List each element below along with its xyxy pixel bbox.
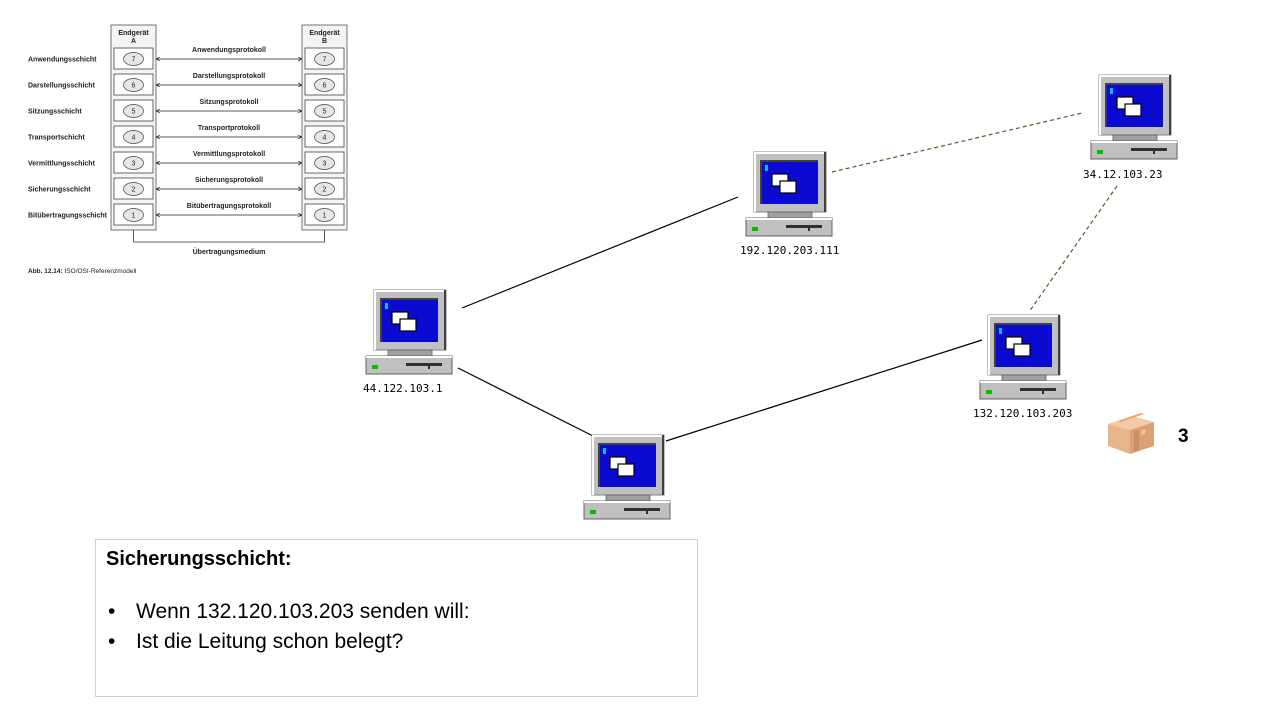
layer-number-a-oval [123, 182, 144, 196]
medium-label: Übertragungsmedium [193, 247, 266, 256]
layer-number-a-oval [123, 78, 144, 92]
protocol-label: Sicherungsprotokoll [195, 177, 263, 184]
layer-number-b: 6 [323, 83, 327, 90]
layer-number-a: 1 [132, 213, 136, 220]
osi-layer-name: Darstellungsschicht [28, 83, 96, 90]
osi-reference-model-figure: Endgerät A Endgerät B Anwendungsschicht 7… [28, 24, 348, 275]
layer-number-b: 4 [323, 135, 327, 142]
computer-icon [976, 313, 1068, 405]
layer-number-a-oval [123, 130, 144, 144]
protocol-label: Transportprotokoll [198, 125, 260, 132]
osi-layer-name: Sicherungsschicht [28, 187, 91, 194]
computer-icon [1087, 73, 1179, 165]
layer-number-b: 5 [323, 109, 327, 116]
node-ip-label: 192.120.203.111 [740, 244, 840, 257]
layer-number-b: 1 [323, 213, 327, 220]
info-bullet-list: Wenn 132.120.103.203 senden will: Ist di… [106, 597, 687, 657]
network-link-dashed [831, 112, 1083, 173]
layer-number-b: 7 [323, 57, 327, 64]
layer-number-b-oval [314, 182, 335, 196]
network-link-dashed [1028, 185, 1118, 313]
figure-caption: Abb. 12.14: ISO/OSI-Referenzmodell [28, 268, 137, 275]
package-icon [1108, 413, 1154, 454]
header-a-line1: Endgerät [118, 30, 149, 37]
node-ip-label: 44.122.103.1 [363, 382, 443, 395]
layer-number-a: 2 [132, 187, 136, 194]
protocol-label: Vermittlungsprotokoll [193, 151, 265, 158]
osi-layer-name: Anwendungsschicht [28, 57, 97, 64]
layer-number-b-oval [314, 78, 335, 92]
layer-number-b: 2 [323, 187, 327, 194]
computer-icon [362, 288, 454, 380]
osi-layer-name: Transportschicht [28, 135, 85, 142]
caption-number: Abb. 12.14: [28, 268, 63, 275]
protocol-label: Darstellungsprotokoll [193, 73, 265, 80]
header-b-line1: Endgerät [309, 30, 340, 37]
node-ip-label: 132.120.103.203 [973, 407, 1073, 420]
layer-number-b: 3 [323, 161, 327, 168]
info-bullet: Wenn 132.120.103.203 senden will: [106, 597, 687, 627]
layer-number-a-oval [123, 208, 144, 222]
header-b-line2: B [322, 38, 327, 45]
network-link-solid [457, 367, 596, 438]
layer-number-b-oval [314, 130, 335, 144]
caption-text: ISO/OSI-Referenzmodell [63, 268, 137, 275]
computer-icon [742, 150, 834, 242]
osi-layer-name: Vermittlungsschicht [28, 161, 96, 168]
layer-number-b-oval [314, 208, 335, 222]
protocol-label: Sitzungsprotokoll [199, 99, 258, 106]
layer-number-a: 4 [132, 135, 136, 142]
layer-number-b-oval [314, 156, 335, 170]
computer-icon [580, 433, 672, 525]
info-box: Sicherungsschicht: Wenn 132.120.103.203 … [95, 539, 698, 697]
protocol-label: Bitübertragungsprotokoll [187, 203, 271, 210]
protocol-label: Anwendungsprotokoll [192, 47, 266, 54]
node-ip-label: 34.12.103.23 [1083, 168, 1163, 181]
info-bullet: Ist die Leitung schon belegt? [106, 627, 687, 657]
osi-layer-name: Sitzungsschicht [28, 109, 82, 116]
layer-number-a: 3 [132, 161, 136, 168]
layer-number-b-oval [314, 104, 335, 118]
layer-number-a: 5 [132, 109, 136, 116]
info-title: Sicherungsschicht: [106, 548, 292, 570]
layer-number-a-oval [123, 52, 144, 66]
layer-number-a: 6 [132, 83, 136, 90]
layer-number-a-oval [123, 156, 144, 170]
layer-number-b-oval [314, 52, 335, 66]
network-link-solid [461, 196, 739, 309]
layer-number-a: 7 [132, 57, 136, 64]
header-a-line2: A [131, 38, 136, 45]
packet-count: 3 [1178, 426, 1189, 447]
layer-number-a-oval [123, 104, 144, 118]
osi-layer-name: Bitübertragungsschicht [28, 213, 108, 220]
network-link-solid [665, 339, 983, 442]
